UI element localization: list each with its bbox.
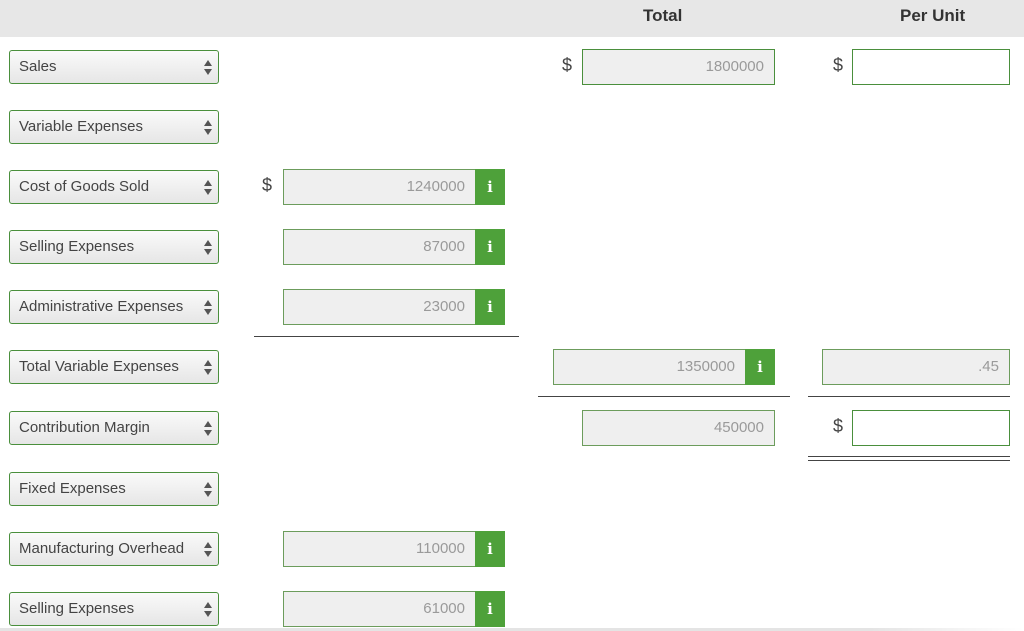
total-column-header: Total: [643, 6, 683, 25]
double-underline: [808, 456, 1010, 461]
updown-arrows-icon: [204, 240, 212, 256]
updown-arrows-icon: [204, 180, 212, 196]
sales-total-input[interactable]: 1800000: [582, 49, 775, 85]
bottom-edge: [0, 628, 1024, 631]
updown-arrows-icon: [204, 300, 212, 316]
updown-arrows-icon: [204, 60, 212, 76]
updown-arrows-icon: [204, 482, 212, 498]
total-variable-expenses-input[interactable]: 1350000: [553, 349, 746, 385]
manufacturing-overhead-amount-input[interactable]: 110000: [283, 531, 476, 567]
row-select-selling-expenses-fixed[interactable]: Selling Expenses: [9, 592, 219, 626]
administrative-expenses-amount-input[interactable]: 23000: [283, 289, 476, 325]
row-select-manufacturing-overhead[interactable]: Manufacturing Overhead: [9, 532, 219, 566]
row-select-label: Sales: [19, 58, 57, 75]
updown-arrows-icon: [204, 542, 212, 558]
row-select-label: Manufacturing Overhead: [19, 540, 185, 557]
row-select-total-variable-expenses[interactable]: Total Variable Expenses: [9, 350, 219, 384]
dollar-sign: $: [562, 55, 573, 75]
row-select-label: Total Variable Expenses: [19, 358, 179, 375]
row-select-label: Variable Expenses: [19, 118, 143, 135]
column-header-bar: [0, 0, 1024, 37]
row-select-label: Administrative Expenses: [19, 298, 184, 315]
sales-per-unit-input[interactable]: [852, 49, 1010, 85]
contribution-margin-total-input[interactable]: 450000: [582, 410, 775, 446]
info-icon[interactable]: i: [745, 349, 775, 385]
info-icon[interactable]: i: [475, 229, 505, 265]
updown-arrows-icon: [204, 421, 212, 437]
fixed-selling-expenses-amount-input[interactable]: 61000: [283, 591, 476, 627]
row-select-label: Cost of Goods Sold: [19, 178, 150, 195]
row-select-label: Contribution Margin: [19, 419, 150, 436]
dollar-sign: $: [262, 175, 273, 195]
per-unit-column-header: Per Unit: [900, 6, 966, 25]
dollar-sign: $: [833, 416, 844, 436]
selling-expenses-amount-input[interactable]: 87000: [283, 229, 476, 265]
row-select-label: Selling Expenses: [19, 600, 135, 617]
info-icon[interactable]: i: [475, 591, 505, 627]
info-icon[interactable]: i: [475, 531, 505, 567]
updown-arrows-icon: [204, 120, 212, 136]
row-select-contribution-margin[interactable]: Contribution Margin: [9, 411, 219, 445]
dollar-sign: $: [833, 55, 844, 75]
subtotal-rule: [254, 336, 519, 337]
per-unit-rule: [808, 396, 1010, 397]
info-icon[interactable]: i: [475, 289, 505, 325]
updown-arrows-icon: [204, 602, 212, 618]
row-select-fixed-expenses[interactable]: Fixed Expenses: [9, 472, 219, 506]
info-icon[interactable]: i: [475, 169, 505, 205]
row-select-selling-expenses[interactable]: Selling Expenses: [9, 230, 219, 264]
total-variable-expenses-per-unit-input[interactable]: .45: [822, 349, 1010, 385]
row-select-label: Selling Expenses: [19, 238, 135, 255]
row-select-administrative-expenses[interactable]: Administrative Expenses: [9, 290, 219, 324]
row-select-cost-of-goods-sold[interactable]: Cost of Goods Sold: [9, 170, 219, 204]
total-rule: [538, 396, 790, 397]
row-select-sales[interactable]: Sales: [9, 50, 219, 84]
row-select-label: Fixed Expenses: [19, 480, 126, 497]
cogs-amount-input[interactable]: 1240000: [283, 169, 476, 205]
updown-arrows-icon: [204, 360, 212, 376]
contribution-margin-per-unit-input[interactable]: [852, 410, 1010, 446]
row-select-variable-expenses[interactable]: Variable Expenses: [9, 110, 219, 144]
